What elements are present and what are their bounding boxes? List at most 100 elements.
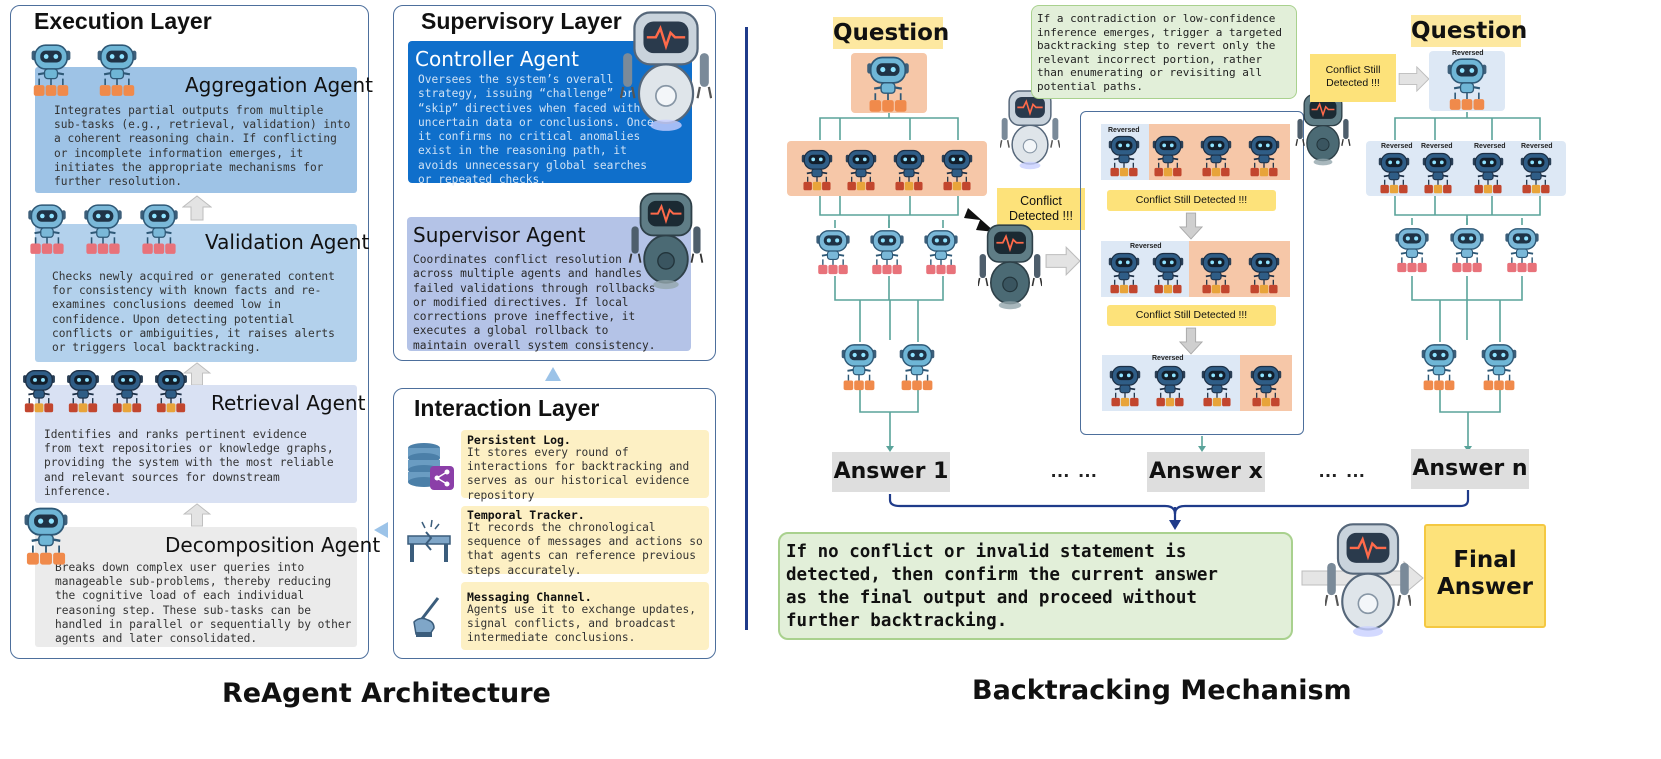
supervisor-robot-icon [1000, 88, 1060, 170]
tree-robot-icon [921, 228, 961, 276]
tree-robot-icon [1150, 251, 1186, 295]
tree-robot-icon [1246, 134, 1282, 178]
tree-robot-icon [1150, 134, 1186, 178]
tree-robot-icon [813, 228, 853, 276]
backtracking-caption: Backtracking Mechanism [972, 675, 1352, 706]
up-arrow-icon [182, 503, 212, 527]
reversed-label: Reversed [1521, 143, 1553, 150]
supervisor-agent-desc: Coordinates conflict resolution across m… [413, 253, 656, 352]
aggregation-agent-desc: Integrates partial outputs from multiple… [54, 104, 351, 189]
reversed-label: Reversed [1452, 50, 1484, 57]
tree-robot-icon [1248, 364, 1284, 408]
conflict-still-detected-badge: Conflict Still Detected !!! [1107, 305, 1276, 326]
supervisor-robot-icon [978, 222, 1042, 310]
tree-robot-icon [1199, 364, 1235, 408]
question-robot-icon [1442, 56, 1492, 112]
retrieval-robot-icon [152, 368, 190, 414]
persistent-log-box [461, 430, 709, 498]
tree-robot-icon [1106, 134, 1142, 178]
decomposition-agent-box [35, 527, 357, 647]
section-divider [745, 27, 748, 630]
persistent-log-title: Persistent Log. [467, 433, 571, 447]
aggregation-agent-box [35, 67, 357, 193]
decomposition-robot-icon [18, 505, 74, 567]
persistent-log-desc: It stores every round of interactions fo… [467, 446, 690, 502]
decomposition-agent-name: Decomposition Agent [165, 533, 381, 557]
tree-robot-icon [1152, 364, 1188, 408]
tree-robot-icon [1478, 342, 1520, 392]
tree-robot-icon [1198, 251, 1234, 295]
left-arrow-icon [374, 522, 388, 538]
database-share-icon [408, 443, 454, 490]
conflict-still-detected-badge: Conflict Still Detected !!! [1310, 54, 1396, 102]
retrieval-robot-icon [20, 368, 58, 414]
reversed-label: Reversed [1108, 127, 1140, 134]
validation-robot-icon [136, 202, 182, 256]
reversed-label: Reversed [1152, 355, 1184, 362]
tree-robot-icon [1418, 342, 1460, 392]
top-note-text: If a contradiction or low-confidence inf… [1037, 12, 1283, 93]
supervisor-robot-icon [620, 190, 712, 290]
tree-robot-icon [1470, 151, 1506, 195]
down-arrow-icon [1179, 327, 1203, 355]
tree-robot-icon [1392, 226, 1432, 274]
aggregation-robot-icon [28, 42, 74, 98]
controller-robot-icon [620, 8, 712, 132]
tree-robot-icon [1107, 364, 1143, 408]
hand-pen-icon [413, 597, 440, 637]
architecture-caption: ReAgent Architecture [222, 678, 551, 709]
controller-agent-desc: Oversees the system’s overall strategy, … [418, 73, 654, 187]
validation-agent-name: Validation Agent [205, 230, 370, 254]
supervisor-agent-name: Supervisor Agent [413, 223, 586, 247]
controller-agent-name: Controller Agent [415, 47, 579, 71]
execution-layer-title: Execution Layer [34, 8, 212, 34]
bottom-note-text: If no conflict or invalid statement is d… [786, 542, 1218, 631]
retrieval-robot-icon [64, 368, 102, 414]
tree-robot-icon [1420, 151, 1456, 195]
top-note-box [1031, 5, 1297, 99]
temporal-tracker-desc: It records the chronological sequence of… [467, 521, 703, 577]
tree-robot-icon [1518, 151, 1554, 195]
tree-robot-icon [1447, 226, 1487, 274]
validation-agent-desc: Checks newly acquired or generated conte… [52, 270, 335, 355]
supervisor-robot-icon [1325, 520, 1411, 638]
tree-robot-icon [798, 148, 836, 192]
validation-robot-icon [80, 202, 126, 256]
final-answer-label: Final Answer [1436, 547, 1534, 600]
messaging-channel-desc: Agents use it to exchange updates, signa… [467, 603, 697, 645]
bottom-note-box [778, 532, 1293, 640]
conflict-detected-badge: Conflict Detected !!! [997, 188, 1085, 230]
tree-robot-icon [1106, 251, 1142, 295]
temporal-tracker-box [461, 506, 709, 574]
tree-robot-icon [867, 228, 907, 276]
question-label: Question [1411, 15, 1527, 47]
supervisory-layer-title: Supervisory Layer [421, 8, 622, 34]
right-arrow-icon [1398, 66, 1430, 92]
retrieval-robot-icon [108, 368, 146, 414]
reversed-label: Reversed [1421, 143, 1453, 150]
broken-bridge-icon [407, 519, 451, 562]
interaction-layer-title: Interaction Layer [414, 395, 600, 421]
validation-robot-icon [24, 202, 70, 256]
aggregation-agent-name: Aggregation Agent [185, 73, 373, 97]
tree-robot-icon [938, 148, 976, 192]
tree-robot-icon [890, 148, 928, 192]
question-label: Question [833, 17, 949, 49]
question-robot-icon [862, 54, 914, 114]
decomposition-agent-desc: Breaks down complex user queries into ma… [55, 561, 352, 646]
messaging-channel-box [461, 582, 709, 650]
reversed-label: Reversed [1381, 143, 1413, 150]
reversed-label: Reversed [1130, 243, 1162, 250]
retrieval-agent-desc: Identifies and ranks pertinent evidence … [44, 428, 334, 498]
ellipsis: … … [1050, 460, 1099, 482]
retrieval-agent-name: Retrieval Agent [211, 391, 366, 415]
supervisor-robot-icon [1295, 92, 1351, 166]
up-arrow-icon [545, 367, 561, 381]
backtracking-tree-lines [819, 112, 1541, 530]
tree-robot-icon [842, 148, 880, 192]
tree-robot-icon [1502, 226, 1542, 274]
messaging-channel-title: Messaging Channel. [467, 590, 592, 604]
reversed-label: Reversed [1474, 143, 1506, 150]
temporal-tracker-title: Temporal Tracker. [467, 508, 585, 522]
answer-1-label: Answer 1 [832, 452, 950, 492]
